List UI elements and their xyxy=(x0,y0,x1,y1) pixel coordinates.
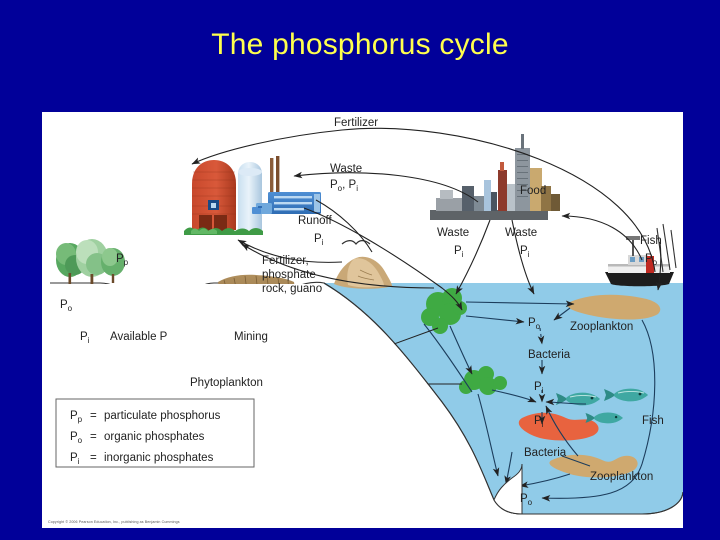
page-title: The phosphorus cycle xyxy=(211,28,509,61)
label-fish-top: Fish xyxy=(640,235,662,247)
label-waste-top: Waste xyxy=(330,163,362,175)
diagram-panel: Fertilizer Waste Po, Pi Runoff Pi Food F… xyxy=(42,112,683,528)
trees xyxy=(56,239,125,285)
label-fertilizer-rock-3: rock, guano xyxy=(262,283,322,295)
label-pi-sea-mid: Pi xyxy=(534,415,544,429)
label-runoff-formula: Pi xyxy=(314,233,324,247)
label-po-land: Po xyxy=(60,299,73,313)
label-waste-mid2: Waste xyxy=(505,227,537,239)
guano-rock xyxy=(334,256,392,289)
city-skyline xyxy=(430,134,560,220)
label-pi-land: Pi xyxy=(80,331,90,345)
label-waste-top-formula: Po, Pi xyxy=(330,179,358,193)
figure-labels: Fertilizer Waste Po, Pi Runoff Pi Food F… xyxy=(60,117,664,507)
label-waste-mid1: Waste xyxy=(437,227,469,239)
label-waste-mid1-formula: Pi xyxy=(454,245,464,259)
label-food: Food xyxy=(520,185,546,197)
label-runoff: Runoff xyxy=(298,215,332,227)
fish-school xyxy=(556,388,648,424)
flow-arrows xyxy=(191,127,663,311)
label-phytoplankton: Phytoplankton xyxy=(190,377,263,389)
label-po-sea-upper: Po xyxy=(528,317,541,331)
label-available-p: Available P xyxy=(110,331,168,343)
factory xyxy=(252,156,321,214)
legend-row-0: Pp=particulate phosphorus xyxy=(70,410,221,424)
copyright-notice: Copyright © 2006 Pearson Education, Inc.… xyxy=(48,520,180,524)
label-mining: Mining xyxy=(234,331,268,343)
label-waste-mid2-formula: Pi xyxy=(520,245,530,259)
zooplankton-blobs xyxy=(549,294,661,478)
label-zooplankton-lower: Zooplankton xyxy=(590,471,653,483)
zooplankton-leader xyxy=(561,455,591,467)
label-fish-top-formula: Po xyxy=(645,253,658,267)
label-fertilizer-rock-1: Fertilizer, xyxy=(262,255,309,267)
label-bacteria-lower: Bacteria xyxy=(524,447,567,459)
legend-row-2: Pi=inorganic phosphates xyxy=(70,452,214,466)
shoreline-stroke xyxy=(323,282,683,515)
barn-grass xyxy=(184,227,263,235)
legend-box: Pp=particulate phosphorus Po=organic pho… xyxy=(55,398,255,468)
seafloor-notch xyxy=(493,463,523,515)
phytoplankton-lower xyxy=(459,366,507,395)
label-fertilizer-rock-2: phosphate xyxy=(262,269,316,281)
label-pp-land: Pp xyxy=(116,253,129,267)
label-po-sea-lower: Po xyxy=(520,493,533,507)
label-pi-sea-upper: Pi xyxy=(534,381,544,395)
label-fish-sea: Fish xyxy=(642,415,664,427)
legend-row-1: Po=organic phosphates xyxy=(70,431,205,445)
label-fertilizer: Fertilizer xyxy=(334,117,378,129)
phosphorus-cycle-figure: Fertilizer Waste Po, Pi Runoff Pi Food F… xyxy=(42,117,683,528)
barn-silo xyxy=(184,160,263,235)
phytoplankton-clumps xyxy=(421,288,507,395)
label-bacteria-upper: Bacteria xyxy=(528,349,571,361)
ocean-arrows xyxy=(423,300,656,502)
ocean-water xyxy=(324,283,683,514)
label-zooplankton-upper: Zooplankton xyxy=(570,321,633,333)
